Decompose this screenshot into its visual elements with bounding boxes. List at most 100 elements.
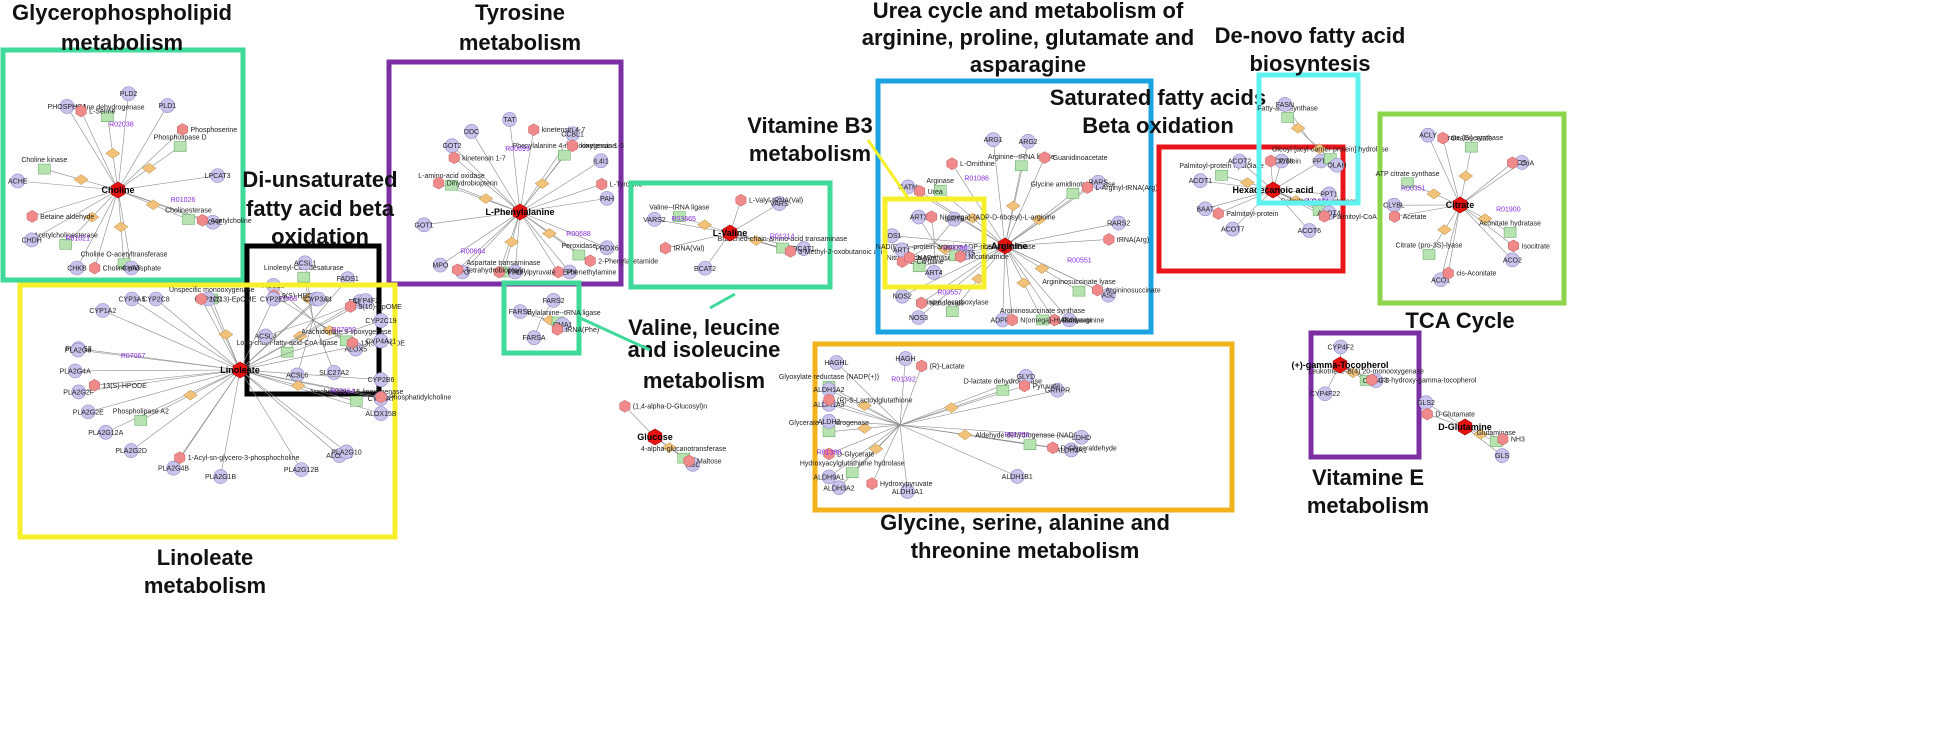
edge <box>239 306 351 371</box>
gene-node-pla2g6 <box>70 342 86 358</box>
reaction-id-label: R01026 <box>171 197 196 204</box>
gene-label: CYP2B6 <box>368 377 395 384</box>
edge <box>1459 162 1523 206</box>
gene-label: FARSA <box>523 335 546 342</box>
gene-label: FARSB <box>509 309 532 316</box>
gene-node-got1 <box>416 217 432 233</box>
edge <box>1440 204 1461 280</box>
gene-node-cyp4f2 <box>358 293 374 308</box>
metabolite-node-nh3 <box>1497 432 1509 446</box>
edge <box>312 319 335 373</box>
reaction-label: Choline kinase <box>21 157 67 164</box>
reaction-diamond <box>1034 263 1050 274</box>
reaction-label: NAD(P)(+)--protein-arginine ADP-ribosylt… <box>876 244 1036 251</box>
reaction-node-peroxidase <box>572 249 586 261</box>
edge <box>836 362 901 426</box>
gene-label: ADPRH <box>990 318 1015 325</box>
gene-node-olah <box>1329 157 1345 173</box>
gene-node-hagh <box>898 351 913 366</box>
reaction-label: Aldehyde dehydrogenase (NAD(+)) <box>975 433 1085 440</box>
metabolite-node-phenylpyruvate <box>493 265 505 279</box>
gene-node-rars <box>1090 174 1106 190</box>
metabolite-label: tRNA(Val) <box>673 246 704 253</box>
metabolite-label: (R)-S-Lactoylglutathione <box>837 397 913 404</box>
gene-node-grhpr <box>1050 382 1065 398</box>
reaction-node-linoleoyl-coa-desaturase <box>297 271 311 283</box>
gene-label: PLD2 <box>120 91 138 98</box>
gene-node-sirt6 <box>947 211 962 227</box>
reaction-label: Hydroxyacylglutathione hydrolase <box>800 461 905 468</box>
metabolite-node-maltose <box>683 454 695 468</box>
metabolite-label: Acetate <box>1403 214 1427 221</box>
pathway-box-phe_trna <box>501 280 582 356</box>
reaction-label: Aconitate hydratase <box>1479 220 1541 227</box>
edge <box>1448 204 1461 274</box>
gene-label: FARS2 <box>542 298 564 305</box>
hub-label: Citrate <box>1446 200 1475 210</box>
gene-label: TAT <box>504 117 517 124</box>
hub-node-glucose <box>647 428 663 446</box>
reaction-diamond <box>1426 188 1442 200</box>
gene-label: CYP2C8 <box>142 297 169 304</box>
reaction-node-hydroxyacylglutathione-hydrolase <box>845 467 859 478</box>
reaction-label: Oleoyl-[acyl-carrier-protein] hydrolase <box>1272 147 1389 154</box>
metabolite-label: 12(13)-EpOME <box>209 297 256 304</box>
gene-node-acsl1 <box>297 255 313 271</box>
edge <box>899 358 906 426</box>
metabolite-label: 9(S)-HPODE <box>282 293 323 300</box>
gene-node-cyp4f22 <box>1317 386 1333 402</box>
gene-node-acot2 <box>1232 153 1247 169</box>
pathway-di_unsaturated: Arachidonate 5-lipoxygenaseLong-chain-fa… <box>237 167 405 397</box>
edge <box>66 106 119 191</box>
hub-node-linoleate <box>232 361 248 379</box>
gene-label: VARS <box>770 201 789 208</box>
edge <box>239 340 382 371</box>
metabolite-label: N(omega)-Hydroxyarginine <box>1020 318 1104 325</box>
gene-label: ART5 <box>957 250 975 257</box>
edge <box>77 349 241 371</box>
gene-node-tat <box>502 112 517 127</box>
edge <box>828 424 901 478</box>
hub-label: (+)-gamma-Tocopherol <box>1291 360 1388 370</box>
edge <box>828 399 901 426</box>
metabolite-node-protein <box>1265 154 1277 168</box>
edge <box>1004 181 1099 247</box>
edge <box>1232 189 1274 230</box>
metabolite-node-fumarate <box>1049 313 1060 327</box>
reaction-label: Choline O-acetyltransferase <box>81 252 168 259</box>
nodes-glutamine: GlutaminaseGLSGLS2NH3D-GlutamateD-Glutam… <box>1417 395 1525 463</box>
metabolite-label: Isocitrate <box>1522 243 1551 250</box>
metabolite-label: kinetensin 1-7 <box>462 155 506 162</box>
gene-label: ALOX15B <box>365 411 396 418</box>
gene-node-ache <box>10 173 26 189</box>
edge <box>94 369 241 386</box>
reaction-id-label: R01752 <box>1005 432 1030 439</box>
gene-label: GLS <box>1495 453 1509 460</box>
reaction-node-choline-kinase <box>38 163 51 175</box>
pathway-title-glycerophospholipid: metabolism <box>61 30 183 55</box>
reaction-node-arginase <box>933 184 947 196</box>
reaction-id-label: R00557 <box>937 290 962 297</box>
gene-label: NOS1 <box>882 233 901 240</box>
gene-label: GOT2 <box>442 143 461 150</box>
reaction-diamond <box>113 221 129 233</box>
reaction-label: Choline dehydrogenase <box>71 105 145 112</box>
edge <box>828 424 901 455</box>
edge <box>519 183 602 213</box>
reaction-node-fatty-acid-synthase <box>1281 112 1294 123</box>
gene-label: GRHPR <box>1045 388 1070 395</box>
edge <box>117 175 218 191</box>
gene-node-mpo <box>433 257 448 273</box>
metabolite-node-kinetensin-1-3 <box>567 139 578 152</box>
gene-node-art3 <box>911 209 926 225</box>
reaction-node-long-chain-fatty-acid-coa-ligase <box>280 346 294 358</box>
metabolite-label: N(omega)-(ADP-D-ribosyl)-L-arginine <box>940 214 1056 221</box>
pathway-box-glycine_serine <box>812 341 1235 513</box>
pathway-box-urea_cycle <box>875 78 1154 335</box>
gene-label: ALOX15 <box>326 453 353 460</box>
gene-node-pla2g2e <box>80 404 96 420</box>
reaction-id-label: R07063 <box>273 296 298 303</box>
nodes-linoleate: Arachidonate 15-lipoxygenasePhospholipas… <box>60 287 451 484</box>
edge <box>1272 189 1330 195</box>
